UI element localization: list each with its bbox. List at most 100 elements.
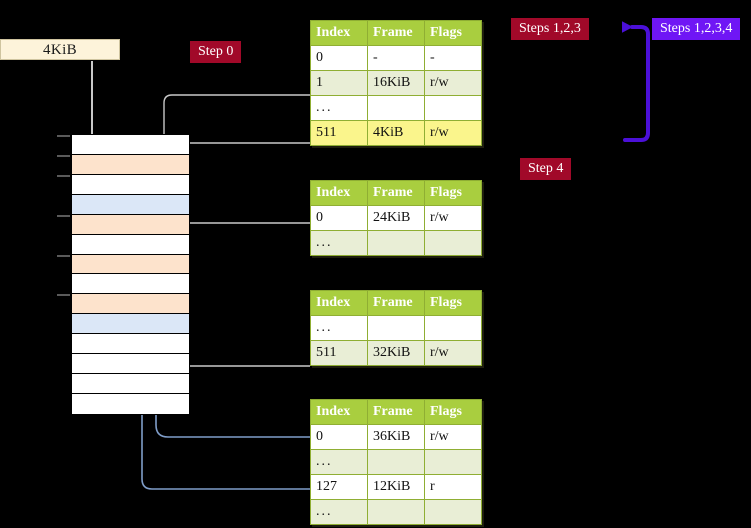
size-box-4kib: 4KiB	[0, 39, 120, 60]
cell-index: 0	[310, 424, 368, 450]
cell-flags	[424, 230, 482, 256]
column-header-frame: Frame	[367, 20, 425, 46]
memory-frame-12	[72, 374, 189, 394]
cell-frame	[367, 230, 425, 256]
cell-frame	[367, 449, 425, 475]
column-header-flags: Flags	[424, 20, 482, 46]
memory-frame-tick-0	[57, 135, 70, 137]
cell-index: 511	[310, 120, 368, 146]
badge-step-4-label: Step 4	[528, 161, 564, 176]
physical-memory-column	[57, 134, 190, 415]
cell-index: ...	[310, 230, 368, 256]
cell-index: 511	[310, 340, 368, 366]
cell-flags: r/w	[424, 205, 482, 231]
wire-steps-bracket	[622, 21, 650, 142]
cell-frame: 4KiB	[367, 120, 425, 146]
memory-frame-7	[72, 274, 189, 295]
cell-index: 0	[310, 45, 368, 71]
wire-l2-row511	[175, 314, 310, 367]
cell-index: 1	[310, 70, 368, 96]
memory-frame-11	[72, 354, 189, 375]
badge-steps-1-2-3-4: Steps 1,2,3,4	[652, 18, 741, 40]
badge-step-0-label: Step 0	[198, 44, 234, 59]
cell-flags	[424, 315, 482, 341]
cell-index: 127	[310, 474, 368, 500]
cell-frame	[367, 499, 425, 525]
cell-flags	[424, 449, 482, 475]
memory-frame-9	[72, 314, 189, 335]
column-header-index: Index	[310, 20, 368, 46]
cell-frame: 24KiB	[367, 205, 425, 231]
size-box-label: 4KiB	[42, 42, 78, 58]
memory-frame-2	[72, 174, 189, 195]
cell-flags	[424, 499, 482, 525]
memory-frame-5	[72, 234, 189, 255]
table-row: ...	[310, 499, 482, 525]
badge-step-0: Step 0	[190, 41, 242, 63]
column-header-frame: Frame	[367, 399, 425, 425]
cell-frame: 32KiB	[367, 340, 425, 366]
wire-l3-row0	[175, 222, 310, 272]
badge-steps-1-2-3-label: Steps 1,2,3	[519, 21, 581, 36]
cell-flags: r/w	[424, 424, 482, 450]
cell-frame: 36KiB	[367, 424, 425, 450]
cell-index: ...	[310, 315, 368, 341]
cell-index: ...	[310, 449, 368, 475]
cell-frame: -	[367, 45, 425, 71]
table-row: ...	[310, 449, 482, 475]
memory-frame-tick-4	[57, 214, 70, 217]
table-row: ...	[310, 315, 482, 341]
memory-frame-13	[72, 393, 189, 414]
column-header-index: Index	[310, 399, 368, 425]
cell-frame: 12KiB	[367, 474, 425, 500]
column-header-index: Index	[310, 290, 368, 316]
memory-frame-tick-6	[57, 254, 70, 257]
cell-flags: r/w	[424, 70, 482, 96]
cell-flags	[424, 95, 482, 121]
cell-flags: r/w	[424, 120, 482, 146]
cell-frame	[367, 95, 425, 121]
memory-frame-0	[72, 135, 189, 155]
table-row: ...	[310, 95, 482, 121]
memory-frame-tick-8	[57, 294, 70, 297]
cell-frame: 16KiB	[367, 70, 425, 96]
cell-flags: -	[424, 45, 482, 71]
memory-frame-tick-1	[57, 154, 70, 157]
column-header-flags: Flags	[424, 290, 482, 316]
cell-flags: r	[424, 474, 482, 500]
memory-frame-6	[72, 254, 189, 275]
memory-frame-8	[72, 294, 189, 315]
column-header-frame: Frame	[367, 180, 425, 206]
cell-frame	[367, 315, 425, 341]
badge-steps-1-2-3-4-label: Steps 1,2,3,4	[660, 21, 733, 36]
badge-steps-1-2-3: Steps 1,2,3	[511, 18, 589, 40]
badge-step-4: Step 4	[520, 158, 572, 180]
column-header-frame: Frame	[367, 290, 425, 316]
table-row: 0--	[310, 45, 482, 71]
memory-frame-10	[72, 334, 189, 355]
cell-index: ...	[310, 95, 368, 121]
memory-frame-tick-2	[57, 174, 70, 177]
memory-frame-3	[72, 194, 189, 215]
column-header-index: Index	[310, 180, 368, 206]
memory-frame-4	[72, 214, 189, 235]
cell-index: ...	[310, 499, 368, 525]
table-row: ...	[310, 230, 482, 256]
cell-index: 0	[310, 205, 368, 231]
cell-flags: r/w	[424, 340, 482, 366]
